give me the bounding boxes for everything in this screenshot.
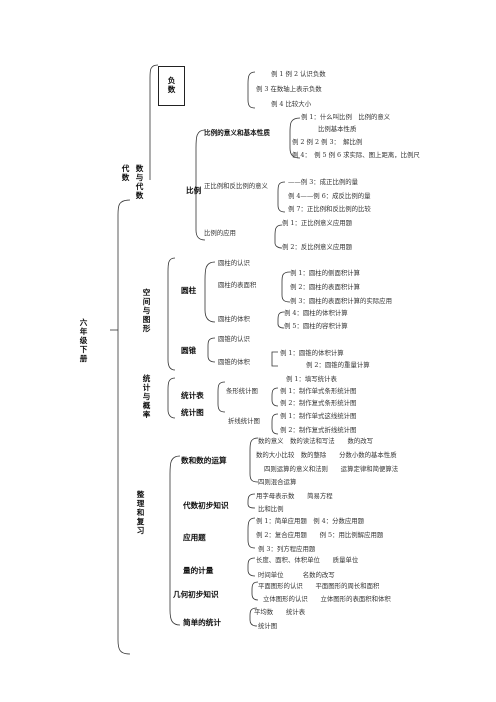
bili-brace [195, 129, 206, 241]
yuanzhui-tiji-brace [271, 351, 278, 367]
tongji-brace [167, 377, 176, 419]
bili-yiyi-item-1: 例 1：什么叫比例 比例的意义 [301, 113, 391, 121]
fushu-item-3: 例 4 比较大小 [271, 100, 312, 108]
review-yingyong-line-2: 例 2：复合应用题 例 5：用比例解应用题 [256, 531, 384, 539]
yuanzhu-topic-tiji: 圆柱的体积 [218, 315, 250, 323]
yingyong-brace [247, 517, 256, 549]
review-daishu-line-1: 用字母表示数 简易方程 [256, 492, 333, 500]
tongji-tiaoxing-item-1: 例 1：制作单式条形统计图 [280, 387, 357, 395]
yuanzhui-tiji-item-2: 例 2：圆锥的重量计算 [306, 361, 370, 369]
branch-zhengli: 整理和复习 [136, 490, 145, 535]
tongji-review-brace [249, 607, 258, 627]
bili-yingyong-brace [274, 224, 283, 249]
bili-yingyong-item-2: 例 2：反比例意义应用题 [282, 243, 353, 251]
review-shu-line-3: 四则运算的意义和法则 运算定律和简便算法 [264, 465, 399, 473]
yuanzhu-topic-bmj: 圆柱的表面积 [218, 281, 257, 289]
branch-shu-dai: 数与代数 [135, 164, 144, 200]
yuanzhui-topic-renshi: 圆锥的认识 [218, 335, 250, 343]
review-shu-line-4: 四则混合运算 [258, 478, 297, 486]
bili-zhengfan-item-1: ——例 3：成正比例的量 [288, 178, 359, 186]
fushu-item-2: 例 3 在数轴上表示负数 [256, 85, 322, 93]
tongji-tiaoxing: 条形统计图 [226, 387, 258, 395]
bili-topic-zhengfan: 正比例和反比例的意义 [204, 182, 268, 190]
review-liang-line-1: 长度、面积、体积单位 质量单位 [256, 556, 359, 564]
review-tongji: 简单的统计 [183, 618, 221, 627]
branch-yuanzhu: 圆柱 [181, 286, 197, 295]
review-yingyong-line-3: 例 3：列方程应用题 [258, 545, 316, 553]
yuanzhu-brace [204, 261, 216, 323]
yuanzhu-tiji-item-1: 例 4：圆柱的体积计算 [284, 309, 348, 317]
review-yingyong: 应用题 [183, 533, 206, 542]
tiaoxing-brace [271, 387, 279, 407]
yuanzhu-tiji-brace [277, 311, 285, 329]
branch-yuanzhui: 圆锥 [181, 346, 197, 355]
bili-topic-yingyong: 比例的应用 [204, 229, 236, 237]
yuanzhu-tiji-item-2: 例 5：圆柱的容积计算 [284, 322, 348, 330]
yuanzhu-bmj-brace [281, 271, 291, 303]
bili-topic-yiyi: 比例的意义和基本性质 [204, 129, 270, 137]
tongji-tiaoxing-item-2: 例 2：制作复式条形统计图 [280, 399, 357, 407]
branch-tongjibiao: 统计表 [181, 391, 204, 400]
review-liang-line-2: 时间单位 名数的改写 [258, 571, 335, 579]
review-shu-line-1: 数的意义 数的读法和写法 数的改写 [258, 437, 374, 445]
yuanzhu-topic-renshi: 圆柱的认识 [218, 259, 250, 267]
review-liang: 量的计量 [183, 566, 214, 575]
review-tongji-line-1: 平均数 统计表 [254, 608, 306, 616]
root-brace [117, 199, 131, 655]
review-jihe-line-2: 立体图形的认识 立体图形的表面积和体积 [263, 595, 391, 603]
bili-zhengfan-brace [277, 181, 286, 213]
review-shu: 数和数的运算 [181, 456, 227, 465]
daishu-brace [247, 493, 256, 509]
zhengli-brace [169, 455, 181, 626]
review-daishu-line-2: 比和比例 [258, 505, 284, 513]
bili-zhengfan-item-2: 例 4——例 6：成反比例的量 [288, 192, 371, 200]
tongji-zhexian: 折线统计图 [228, 417, 260, 425]
branch-fushu: 负数 [167, 76, 176, 94]
review-yingyong-line-1: 例 1：简单应用题 例 4：分数应用题 [256, 517, 365, 525]
bili-yiyi-item-4: 例 4： 例 5 例 6 求实际、图上距离，比例尺 [292, 151, 420, 159]
yuanzhu-bmj-item-2: 例 2：圆柱的表面积计算 [290, 283, 361, 291]
yuanzhu-bmj-item-1: 例 1：圆柱的侧面积计算 [290, 269, 361, 277]
review-shu-line-2: 数的大小比较 数的整除 分数小数的基本性质 [256, 451, 397, 459]
bili-yingyong-item-1: 例 1：正比例意义应用题 [282, 219, 353, 227]
yuanzhui-topic-tiji: 圆锥的体积 [218, 358, 250, 366]
shu-dai-brace [149, 64, 159, 180]
zhexian-brace [271, 413, 279, 435]
fushu-item-1: 例 1 例 2 认识负数 [271, 70, 326, 78]
review-jihe: 几何初步知识 [173, 590, 219, 599]
kongjian-brace [167, 257, 176, 371]
liang-brace [247, 557, 256, 577]
tongji-zhexian-item-1: 例 1：制作单式这线统计图 [280, 412, 357, 420]
branch-kongjian: 空间与图形 [142, 288, 151, 333]
jihe-brace [251, 581, 259, 601]
bili-yiyi-item-2: 比例基本性质 [318, 125, 357, 133]
bili-yiyi-item-3: 例 2 例 2 例 3： 解比例 [292, 138, 363, 146]
yuanzhui-tiji-item-1: 例 1：圆锥的体积计算 [280, 349, 344, 357]
branch-tongji: 统计与概率 [142, 374, 151, 419]
fushu-brace [247, 71, 256, 109]
branch-dai-shu: 代数 [121, 164, 130, 182]
bili-zhengfan-item-3: 例 7：正比例和反比例的比较 [288, 205, 371, 213]
bili-yiyi-brace [289, 117, 301, 159]
review-daishu: 代数初步知识 [183, 501, 229, 510]
root-label: 六年级下册 [79, 318, 88, 363]
fushu-box [158, 66, 185, 106]
tongji-biao-item: 例 1：填写统计表 [286, 375, 337, 383]
shu-brace [249, 437, 259, 483]
yuanzhui-brace [207, 337, 216, 363]
branch-tongjitu: 统计图 [181, 408, 204, 417]
yuanzhu-bmj-item-3: 例 3：圆柱的表面积计算的实际应用 [290, 297, 392, 305]
review-jihe-line-1: 平面图形的认识 平面图形的周长和面积 [258, 582, 380, 590]
tongji-zhexian-item-2: 例 2：制作复式折线统计图 [280, 426, 357, 434]
branch-bili: 比例 [186, 186, 202, 195]
tongji-biao-brace [217, 381, 226, 413]
review-tongji-line-2: 统计图 [258, 622, 278, 630]
